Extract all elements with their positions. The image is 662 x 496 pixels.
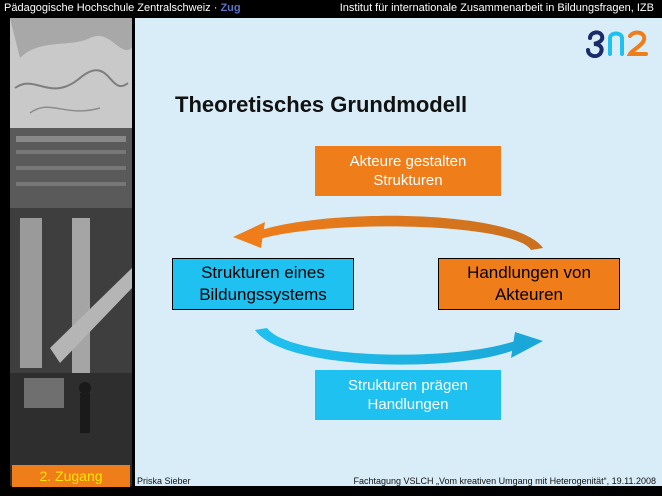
arrow-bottom-cyan-head [511, 332, 543, 358]
content-area: Theoretisches Grundmodell Akteure gestal… [135, 18, 662, 486]
arrow-top-orange [253, 215, 543, 250]
header-bar: Pädagogische Hochschule Zentralschweiz ·… [0, 0, 662, 18]
box-right-line2: Akteuren [494, 285, 564, 304]
header-location: Zug [220, 2, 241, 14]
box-bottom-line1: Strukturen prägen [347, 377, 469, 394]
slide-title: Theoretisches Grundmodell [175, 92, 468, 117]
footer-author: Priska Sieber [137, 476, 191, 486]
box-left-line1: Strukturen eines [201, 263, 325, 282]
box-top-line2: Strukturen [373, 172, 443, 189]
header-institution-text: Pädagogische Hochschule Zentralschweiz · [4, 2, 221, 14]
header-institute: Institut für internationale Zusammenarbe… [339, 2, 654, 14]
box-right-line1: Handlungen von [467, 263, 591, 282]
section-label: 2. Zugang [12, 465, 130, 487]
box-bottom-line2: Handlungen [367, 396, 449, 413]
box-left-line2: Bildungssystems [199, 285, 327, 304]
izb-logo-icon [586, 28, 650, 63]
header-institution: Pädagogische Hochschule Zentralschweiz ·… [4, 2, 241, 14]
side-photo [10, 18, 132, 486]
footer-event: Fachtagung VSLCH „Vom kreativen Umgang m… [353, 476, 657, 486]
arrow-top-orange-head [233, 222, 265, 248]
arrow-bottom-cyan [255, 328, 523, 365]
box-top-line1: Akteure gestalten [349, 153, 467, 170]
cycle-arrows [233, 215, 543, 365]
